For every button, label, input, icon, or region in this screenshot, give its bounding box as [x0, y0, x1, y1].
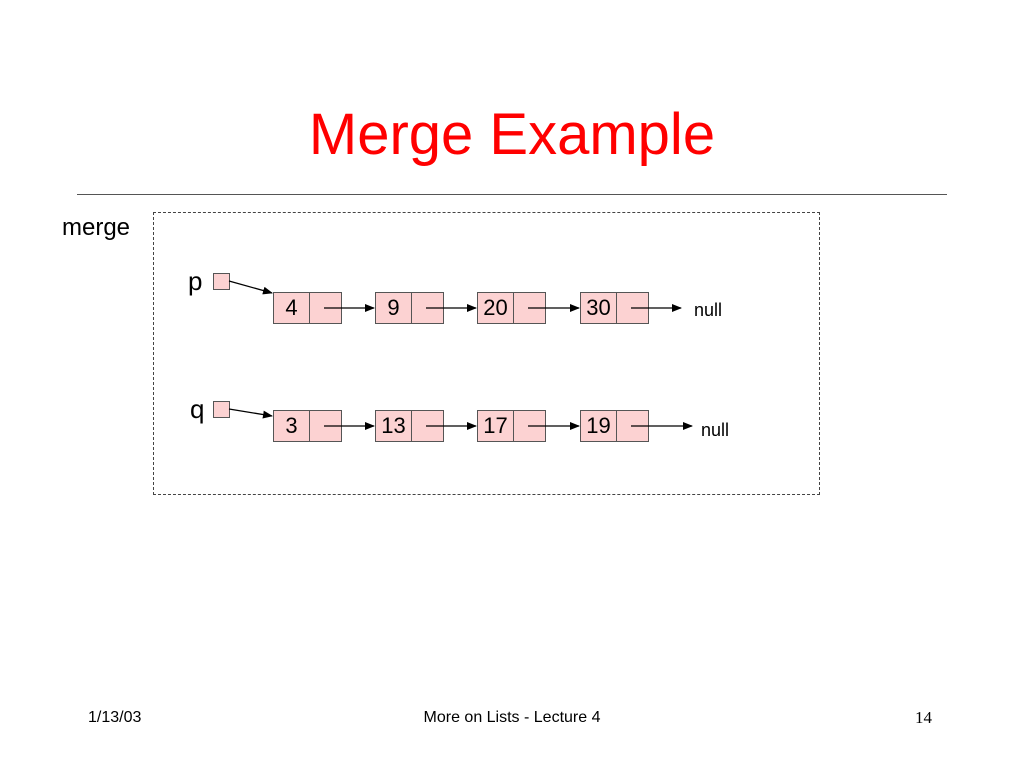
- node-value: 4: [274, 293, 310, 323]
- arrow-q-head: [228, 408, 273, 419]
- node-value: 20: [478, 293, 514, 323]
- pointer-label-p: p: [188, 266, 203, 296]
- null-label-q: null: [701, 420, 730, 440]
- list-q-node: 19: [580, 410, 649, 442]
- node-value: 3: [274, 411, 310, 441]
- pointer-label-q: q: [190, 394, 205, 424]
- node-value: 19: [581, 411, 617, 441]
- arrow-p-head: [228, 280, 273, 295]
- list-p-node: 30: [580, 292, 649, 324]
- merge-frame: [153, 212, 820, 495]
- slide-title: Merge Example: [308, 102, 716, 167]
- node-value: 13: [376, 411, 412, 441]
- frame-label: merge: [62, 214, 131, 241]
- page-number: 14: [915, 708, 932, 727]
- null-label-p: null: [694, 300, 723, 320]
- node-value: 30: [581, 293, 617, 323]
- footer-date: 1/13/03: [88, 709, 142, 726]
- node-value: 17: [478, 411, 514, 441]
- node-value: 9: [376, 293, 412, 323]
- footer-title: More on Lists - Lecture 4: [423, 709, 601, 726]
- title-divider: [77, 194, 947, 195]
